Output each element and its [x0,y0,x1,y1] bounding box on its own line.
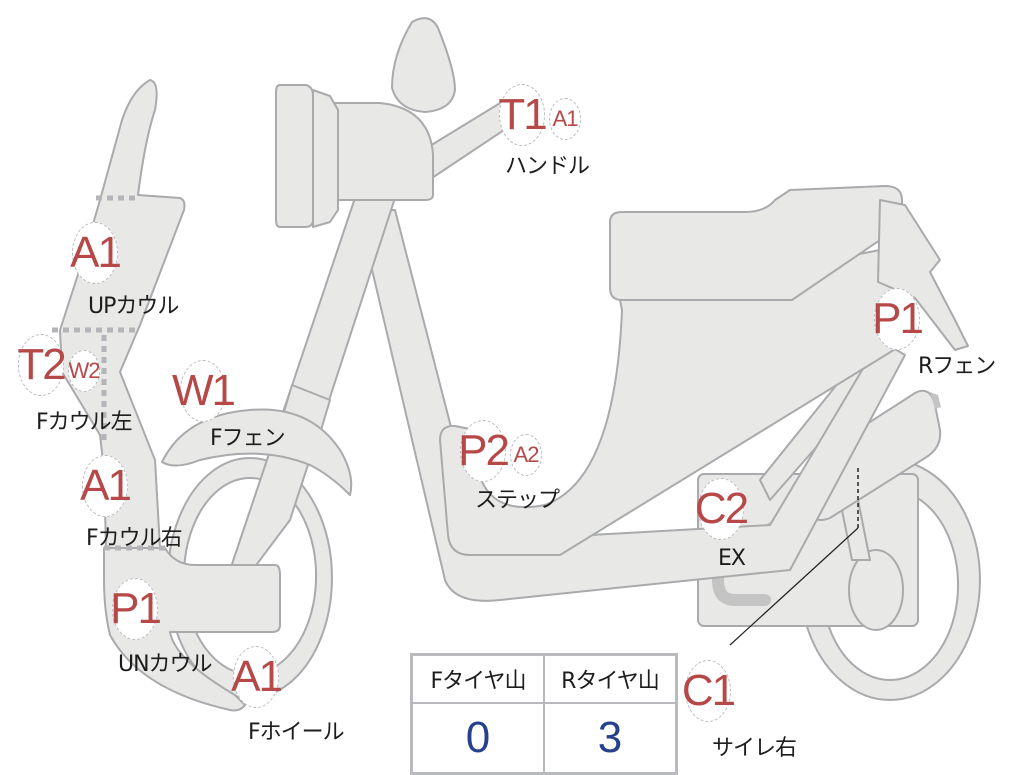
part-label-f-wheel: Fホイール [248,720,345,745]
damage-code-badge: P1 [872,288,924,350]
part-label-exhaust: EX [718,546,746,571]
silencer-leader-line [729,527,859,646]
part-label-r-fender: Rフェン [918,354,996,379]
damage-code-badge: A1 [549,98,581,140]
headlight-housing [329,102,434,201]
damage-code-badge: W1 [172,360,236,422]
r-tread-header: Rタイヤ山 [543,653,678,704]
f-tread-value: 0 [410,702,545,775]
damage-code-badge: W2 [68,350,101,392]
damage-code-badge: A2 [510,434,542,476]
part-label-silencer-right: サイレ右 [712,736,797,761]
damage-code-badge: A1 [70,222,122,284]
part-label-f-fender: Fフェン [210,426,286,451]
damage-code-badge: C1 [682,660,736,722]
damage-code-badge: A1 [80,455,132,517]
front-fender [161,408,353,496]
part-label-up-cowl: UPカウル [88,294,179,319]
damage-code-badge: T2 [17,334,67,396]
seat [609,185,903,301]
headlight-rim [312,89,339,228]
part-label-under-cowl: UNカウル [118,652,213,677]
rear-hub [848,549,904,631]
mirror [391,17,456,113]
r-tread-value: 3 [543,702,678,775]
headlight [275,84,314,228]
damage-code-badge: P1 [110,578,162,640]
front-cowl [59,79,186,549]
part-label-step: ステップ [475,488,560,513]
damage-code-badge: P2 [458,420,510,482]
part-label-f-cowl-right: Fカウル右 [86,526,183,551]
part-label-handle: ハンドル [505,154,590,179]
damage-code-badge: T1 [498,84,548,146]
part-label-f-cowl-left: Fカウル左 [36,410,133,435]
f-tread-header: Fタイヤ山 [410,653,545,704]
damage-code-badge: C2 [695,478,749,540]
exhaust-pipe [712,489,826,606]
tire-tread-table: Fタイヤ山 Rタイヤ山 0 3 [410,653,678,775]
damage-code-badge: A1 [231,646,283,708]
